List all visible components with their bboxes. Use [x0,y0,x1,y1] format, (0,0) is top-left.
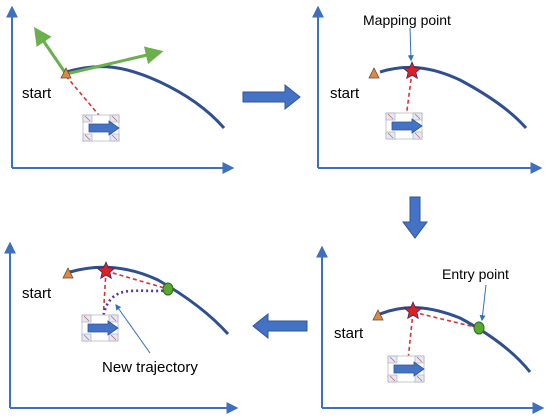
vehicle-icon [385,112,423,140]
panel-2-start-label: start [330,85,360,102]
entry-pointer-line [479,284,487,322]
panel-3-dashed-link-a [407,311,414,361]
panel-3: start Entry point [316,245,545,414]
panel-1-dashed-link [65,75,104,121]
panel-3-path-curve [379,306,532,373]
panel-4-start-label: start [22,285,52,302]
panel-1: start [5,5,235,174]
heading-vector-right [65,46,164,76]
mapping-star-icon [96,260,116,280]
vehicle-icon [81,314,119,342]
panel-1-start-label: start [22,85,52,102]
panel-4-dashed-link-a [102,270,107,321]
entry-point-icon [162,282,174,296]
start-triangle-icon [62,267,74,279]
panel-4: start New trajectory [3,241,239,414]
panel-3-start-label: start [334,325,364,342]
panel-4-dashed-link-b [105,270,169,290]
mapping-point-label: Mapping point [363,12,451,28]
start-triangle-icon [372,309,384,321]
panel-3-dashed-link-b [412,311,480,329]
mapping-pointer-line [407,27,414,62]
panel-2: start Mapping point [312,5,543,174]
vehicle-icon [82,114,120,142]
start-triangle-icon [368,67,380,79]
entry-point-label: Entry point [442,266,509,282]
flow-arrow-icon [252,312,308,340]
flow-arrow-icon [242,83,301,111]
vehicle-icon [387,355,425,383]
mapping-star-icon [403,300,423,320]
start-triangle-icon [60,67,72,79]
panel-2-dashed-link [405,71,413,119]
panel-4-path-curve [69,265,230,336]
panel-2-path-curve [379,65,528,129]
flow-arrow-icon [402,196,428,239]
mapping-star-icon [402,60,422,80]
heading-vector-left [33,27,68,75]
new-trajectory-label: New trajectory [102,359,198,376]
entry-point-icon [473,321,485,335]
trajectory-pointer-line [115,304,151,354]
